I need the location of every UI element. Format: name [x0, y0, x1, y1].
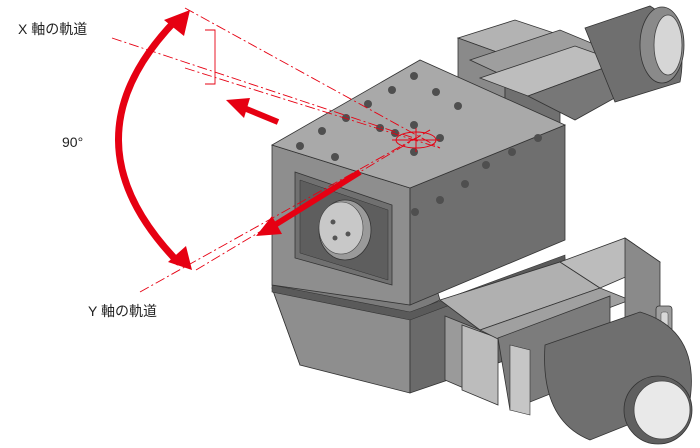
x-axis-track-line — [111, 37, 421, 141]
x-guide-upper — [184, 7, 441, 149]
y-direction-arrow — [256, 169, 362, 236]
stage-body — [271, 59, 567, 394]
adjust-knob — [318, 199, 372, 261]
rotation-arc — [115, 10, 192, 270]
mounting-holes — [296, 72, 542, 216]
axis-guides — [111, 7, 441, 293]
x-guide-lower — [184, 67, 441, 149]
x-axis-motor — [456, 5, 685, 151]
x-offset-marker — [205, 29, 216, 85]
y-guide-lower — [195, 129, 431, 271]
x-direction-arrow — [226, 98, 280, 125]
y-axis-label: Y 軸の軌道 — [88, 303, 157, 319]
center-target — [392, 128, 440, 152]
angle-label: 90° — [62, 134, 83, 150]
x-axis-label: X 軸の軌道 — [18, 21, 87, 37]
y-axis-motor — [439, 237, 693, 445]
